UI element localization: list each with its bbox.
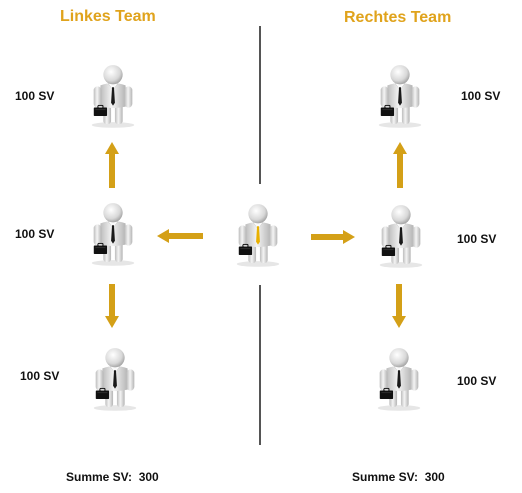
arrow-up-icon: [393, 142, 407, 188]
right-bottom-sv: 100 SV: [457, 374, 497, 388]
right-team-sum: Summe SV: 300: [352, 470, 445, 484]
left-middle-sv: 100 SV: [15, 227, 55, 241]
businessman-icon: [84, 201, 142, 267]
right-team-title: Rechtes Team: [344, 9, 452, 26]
arrow-left-icon: [157, 229, 203, 243]
businessman-icon: [371, 63, 429, 129]
businessman-icon: [84, 63, 142, 129]
arrow-up-icon: [105, 142, 119, 188]
arrow-down-icon: [105, 284, 119, 328]
left-team-sum: Summe SV: 300: [66, 470, 159, 484]
arrow-right-icon: [311, 230, 355, 244]
right-top-sv: 100 SV: [461, 89, 501, 103]
center-divider-bottom: [259, 285, 261, 445]
left-team-title: Linkes Team: [60, 8, 156, 25]
businessman-icon: [370, 346, 428, 412]
left-bottom-sv: 100 SV: [20, 369, 60, 383]
businessman-icon: [372, 203, 430, 269]
businessman-center-icon: [229, 202, 287, 268]
businessman-icon: [86, 346, 144, 412]
center-divider-top: [259, 26, 261, 184]
arrow-down-icon: [392, 284, 406, 328]
right-middle-sv: 100 SV: [457, 232, 497, 246]
left-top-sv: 100 SV: [15, 89, 55, 103]
